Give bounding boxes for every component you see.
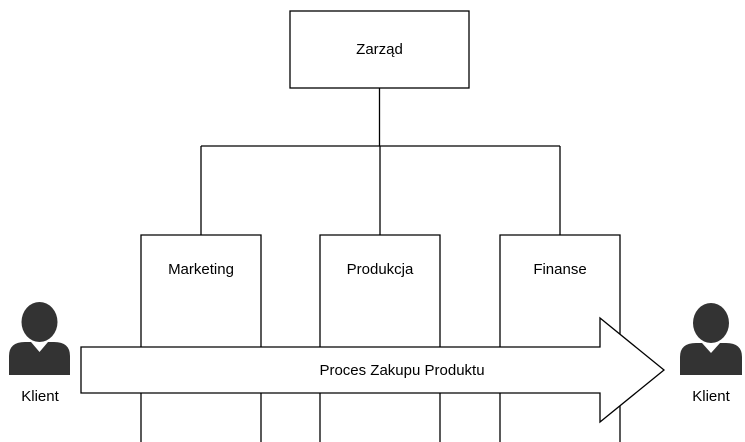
process-arrow-shape (80, 316, 666, 424)
actor-left: Klient (9, 302, 70, 405)
top-box-rect (289, 10, 470, 89)
process-arrow-label: Proces Zakupu Produktu (319, 362, 484, 379)
department-box-marketing (140, 234, 262, 442)
department-box-produkcja (319, 234, 441, 442)
person-icon (680, 303, 742, 375)
department-marketing: Marketing (140, 234, 262, 442)
department-label-finanse: Finanse (533, 261, 586, 278)
top-box-label: Zarząd (356, 41, 403, 58)
process-arrow: Proces Zakupu Produktu (80, 316, 666, 424)
actor-right-label: Klient (692, 388, 730, 405)
top-box: Zarząd (289, 10, 470, 89)
department-label-marketing: Marketing (168, 261, 234, 278)
department-produkcja: Produkcja (319, 234, 441, 442)
org-connectors (200, 88, 561, 235)
actor-right: Klient (680, 303, 742, 405)
department-label-produkcja: Produkcja (347, 261, 414, 278)
actor-left-label: Klient (21, 388, 59, 405)
person-icon (9, 302, 70, 375)
